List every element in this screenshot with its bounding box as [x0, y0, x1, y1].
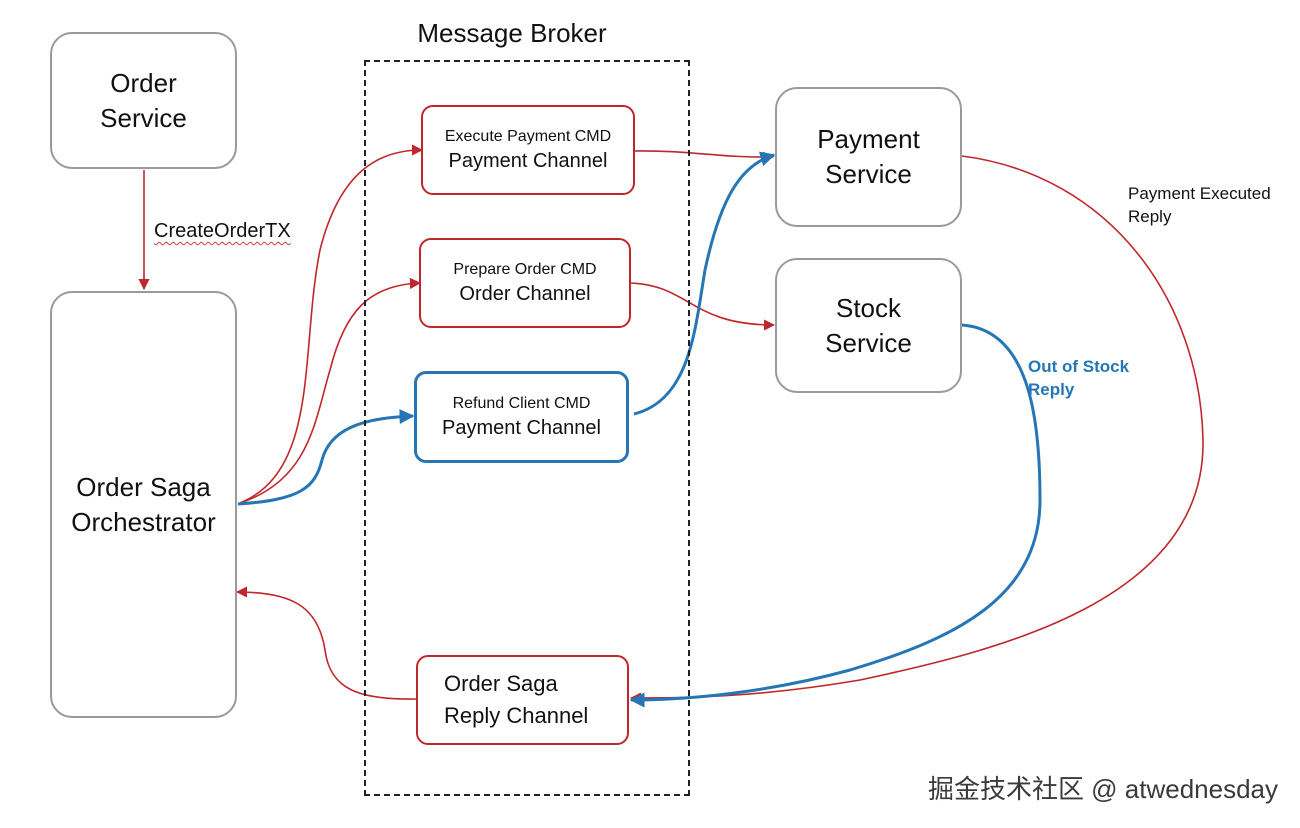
order-saga-reply-channel-node[interactable]: Order Saga Reply Channel [416, 655, 629, 745]
order-saga-orchestrator-node[interactable]: Order Saga Orchestrator [50, 291, 237, 718]
payment-executed-reply-line1: Payment Executed [1128, 184, 1271, 203]
prepare-order-to-stock-service-arrow [629, 282, 776, 331]
refund-client-cmd-label: Refund Client CMD [452, 395, 591, 412]
stock-service-label-line1: Stock [835, 292, 902, 323]
message-broker-title: Message Broker [417, 18, 607, 48]
execute-payment-channel-label: Payment Channel [448, 150, 608, 172]
prepare-order-channel-node[interactable]: Prepare Order CMD Order Channel [419, 238, 631, 328]
out-of-stock-reply-label: Out of Stock Reply [1028, 355, 1129, 401]
out-of-stock-reply-line2: Reply [1028, 380, 1075, 399]
execute-payment-cmd-label: Execute Payment CMD [444, 128, 612, 145]
refund-payment-channel-label: Payment Channel [442, 417, 601, 439]
reply-channel-to-saga-arrow [235, 586, 417, 700]
stock-service-node[interactable]: Stock Service [775, 258, 962, 393]
message-broker-boundary [364, 60, 690, 796]
watermark-text: 掘金技术社区 @ atwednesday [927, 774, 1278, 804]
order-service-label-line2: Service [100, 102, 187, 133]
refund-client-to-payment-service-arrow [633, 151, 776, 416]
prepare-order-cmd-label: Prepare Order CMD [453, 261, 597, 278]
saga-label-line1: Order Saga [76, 471, 211, 502]
order-channel-label: Order Channel [459, 283, 591, 305]
payment-service-label-line1: Payment [817, 124, 920, 154]
refund-client-channel-node[interactable]: Refund Client CMD Payment Channel [414, 371, 629, 463]
stock-service-label-line2: Service [825, 327, 912, 358]
execute-payment-channel-node[interactable]: Execute Payment CMD Payment Channel [421, 105, 635, 195]
saga-to-execute-payment-arrow [239, 144, 424, 504]
saga-to-prepare-order-arrow [239, 277, 422, 504]
order-service-node[interactable]: Order Service [50, 32, 237, 169]
order-service-label-line1: Order [110, 67, 177, 98]
saga-label-line2: Orchestrator [71, 506, 216, 537]
out-of-stock-reply-line1: Out of Stock [1028, 357, 1130, 376]
payment-executed-reply-line2: Reply [1128, 207, 1172, 226]
reply-channel-label-line2: Reply Channel [444, 703, 589, 728]
out-of-stock-reply-arrow [629, 323, 1042, 708]
payment-service-label-line2: Service [825, 159, 912, 189]
execute-payment-to-payment-service-arrow [633, 150, 775, 163]
payment-service-node[interactable]: Payment Service [775, 87, 962, 227]
payment-executed-reply-arrow [629, 155, 1204, 704]
saga-to-refund-client-arrow [237, 409, 415, 506]
create-order-tx-label: CreateOrderTX [154, 220, 291, 242]
payment-executed-reply-label: Payment Executed Reply [1128, 182, 1271, 228]
reply-channel-label-line1: Order Saga [444, 671, 558, 696]
